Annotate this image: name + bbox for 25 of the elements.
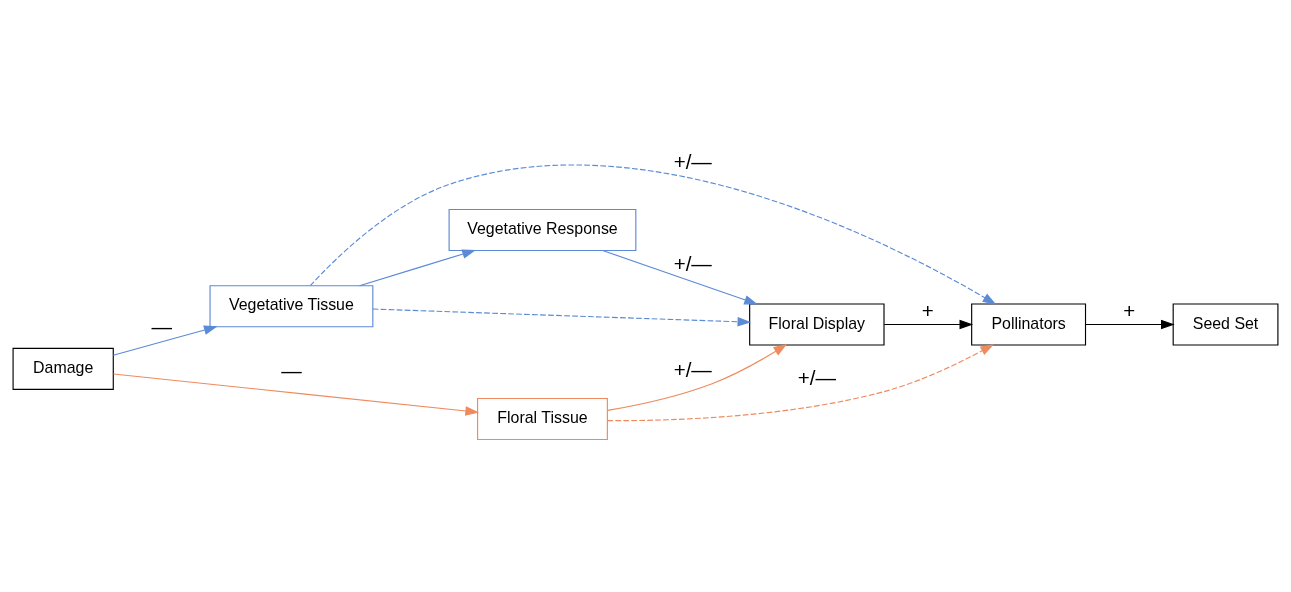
arrow xyxy=(607,344,788,411)
edge-label: + xyxy=(921,299,934,323)
arrow xyxy=(113,373,479,416)
node-box: Vegetative Tissue xyxy=(209,285,374,328)
edge-label: + xyxy=(1123,299,1136,323)
arrow xyxy=(112,325,218,356)
node-box: Vegetative Response xyxy=(448,208,637,252)
arrow xyxy=(309,165,997,305)
node-box: Floral Tissue xyxy=(477,397,608,440)
arrow xyxy=(359,249,476,287)
edge-label: +/— xyxy=(673,358,712,382)
arrow xyxy=(606,344,995,422)
arrow xyxy=(602,249,758,305)
arrow xyxy=(1084,319,1175,330)
edge-label: — xyxy=(281,359,302,383)
node-box: Pollinators xyxy=(971,303,1087,346)
edge-label: +/— xyxy=(673,252,712,276)
edge-label: — xyxy=(151,315,172,339)
arrow xyxy=(372,308,752,327)
node-box: Damage xyxy=(12,347,114,390)
node-box: Seed Set xyxy=(1172,303,1279,346)
edge-label: +/— xyxy=(673,149,712,173)
edge-label: +/— xyxy=(797,366,836,390)
node-box: Floral Display xyxy=(749,303,885,346)
arrow xyxy=(883,319,974,330)
